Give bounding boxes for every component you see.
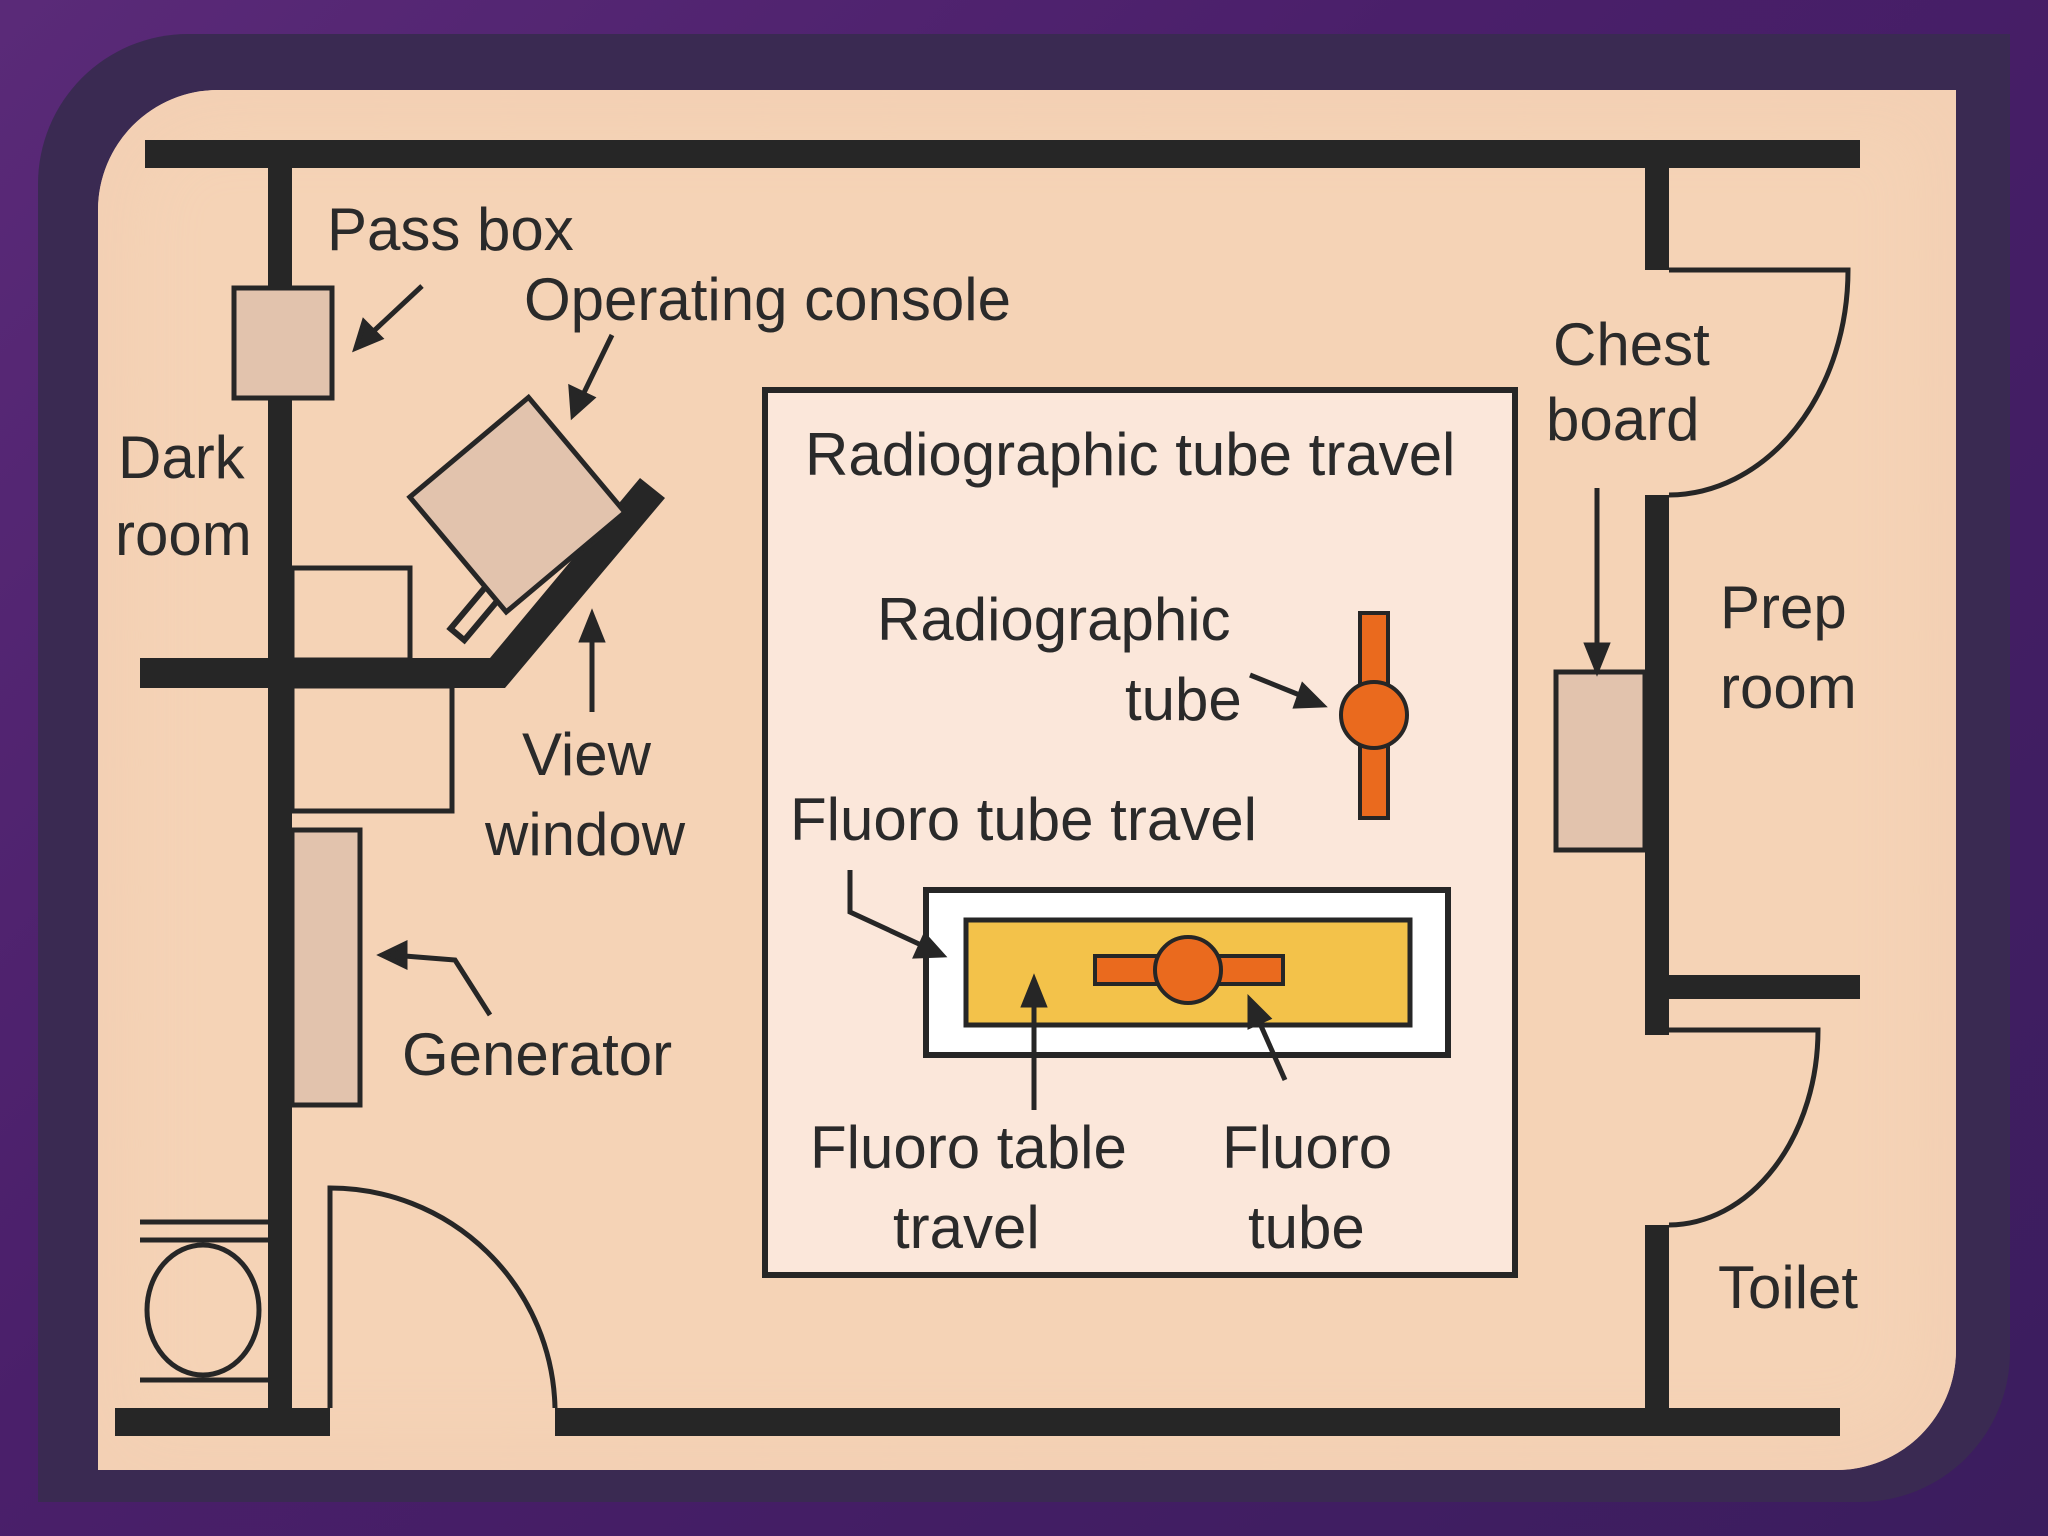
booth-counter-lower bbox=[289, 683, 455, 814]
label-radiographic-tube-travel: Radiographic tube travel bbox=[805, 421, 1455, 488]
pass-box bbox=[231, 285, 335, 401]
label-prep-room: room bbox=[1720, 654, 1857, 721]
prep-toilet-divider bbox=[1645, 975, 1860, 999]
label-prep: Prep bbox=[1720, 574, 1847, 641]
label-chest: Chest bbox=[1553, 311, 1710, 378]
arrowhead-generator bbox=[376, 940, 408, 970]
top-wall bbox=[145, 140, 1860, 168]
arrowhead-fluoro-table bbox=[1020, 973, 1048, 1008]
arrowhead-radiographic-tube bbox=[1292, 681, 1328, 709]
toilet-door bbox=[1668, 1027, 1821, 1228]
label-fluoro-tube-travel: Fluoro tube travel bbox=[790, 786, 1257, 853]
arrowhead-pass-box bbox=[352, 317, 385, 353]
label-radiographic: Radiographic bbox=[877, 586, 1231, 653]
label-toilet: Toilet bbox=[1718, 1254, 1858, 1321]
right-wall-top bbox=[1645, 160, 1669, 270]
label-window: window bbox=[484, 801, 686, 868]
radiographic-tube bbox=[1339, 680, 1409, 750]
radiographic-tube-travel-area bbox=[762, 387, 1518, 1278]
label-fluoro-table: Fluoro table bbox=[810, 1114, 1127, 1181]
label-generator: Generator bbox=[402, 1021, 672, 1088]
bottom-wall-left bbox=[115, 1408, 330, 1436]
label-view: View bbox=[522, 721, 652, 788]
arrowhead-fluoro-tube-travel bbox=[912, 931, 948, 959]
bottom-wall-right bbox=[555, 1408, 1840, 1436]
arrowhead-fluoro-tube bbox=[1247, 993, 1273, 1030]
chest-board bbox=[1553, 669, 1648, 853]
prep-room-door bbox=[1668, 267, 1851, 498]
operating-console bbox=[406, 393, 629, 616]
right-wall-mid bbox=[1645, 495, 1669, 1035]
booth-counter-upper bbox=[289, 565, 413, 663]
label-operating-console: Operating console bbox=[524, 266, 1011, 333]
fluoro-tube bbox=[1153, 935, 1223, 1005]
right-wall-bottom bbox=[1645, 1225, 1669, 1420]
arrowhead-chest-board bbox=[1583, 642, 1611, 677]
booth-partition bbox=[140, 478, 665, 688]
label-dark-room: room bbox=[115, 501, 252, 568]
label-fluoro-table-travel: travel bbox=[893, 1194, 1040, 1261]
arrow-fluoro-tube-travel bbox=[847, 870, 934, 953]
dark-room-fixture bbox=[144, 1242, 262, 1378]
arrowhead-view-window bbox=[578, 608, 606, 643]
label-board: board bbox=[1546, 386, 1699, 453]
main-door bbox=[327, 1185, 558, 1409]
generator bbox=[289, 827, 363, 1108]
arrow-generator bbox=[391, 952, 493, 1017]
arrowhead-operating-console bbox=[568, 383, 597, 421]
label-fluoro: Fluoro bbox=[1222, 1114, 1392, 1181]
label-pass-box: Pass box bbox=[327, 196, 574, 263]
label-dark: Dark bbox=[118, 424, 246, 491]
label-fluoro-tube: tube bbox=[1248, 1194, 1365, 1261]
label-radiographic-tube: tube bbox=[1125, 666, 1242, 733]
